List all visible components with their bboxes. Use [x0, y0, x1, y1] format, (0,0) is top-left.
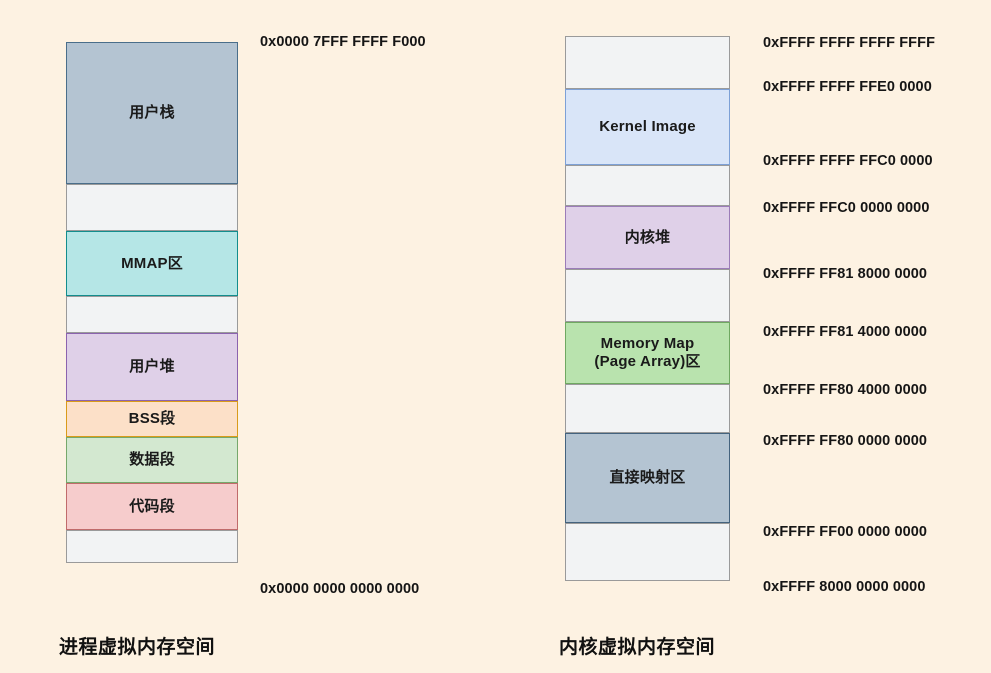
process-block-gap-1: [66, 184, 238, 231]
kernel-block-Kernel-Image: Kernel Image: [565, 89, 730, 165]
kernel-space-caption: 内核虚拟内存空间: [559, 637, 716, 658]
kernel-address-1: 0xFFFF FFFF FFE0 0000: [763, 79, 932, 95]
kernel-block-Memory-Map-Page-Array-区: Memory Map(Page Array)区: [565, 322, 730, 384]
process-block-数据段: 数据段: [66, 437, 238, 483]
kernel-address-2: 0xFFFF FFFF FFC0 0000: [763, 153, 933, 169]
kernel-block-直接映射区: 直接映射区: [565, 433, 730, 523]
process-block-MMAP区: MMAP区: [66, 231, 238, 296]
kernel-address-4: 0xFFFF FF81 8000 0000: [763, 266, 928, 282]
kernel-address-8: 0xFFFF FF00 0000 0000: [763, 524, 928, 540]
kernel-block-gap-2: [565, 165, 730, 206]
process-block-gap-3: [66, 296, 238, 333]
kernel-block-gap-8: [565, 523, 730, 581]
process-space-caption: 进程虚拟内存空间: [59, 637, 216, 658]
process-block-代码段: 代码段: [66, 483, 238, 530]
kernel-address-9: 0xFFFF 8000 0000 0000: [763, 579, 926, 595]
kernel-block-gap-4: [565, 269, 730, 322]
kernel-address-7: 0xFFFF FF80 0000 0000: [763, 433, 928, 449]
process-top-address: 0x0000 7FFF FFFF F000: [260, 34, 426, 50]
kernel-block-gap-6: [565, 384, 730, 433]
process-block-BSS段: BSS段: [66, 401, 238, 437]
kernel-address-5: 0xFFFF FF81 4000 0000: [763, 324, 928, 340]
process-block-用户栈: 用户栈: [66, 42, 238, 184]
kernel-memory-column: Kernel Image 内核堆 Memory Map(Page Array)区直接…: [565, 36, 730, 581]
process-bottom-address: 0x0000 0000 0000 0000: [260, 581, 420, 597]
kernel-address-3: 0xFFFF FFC0 0000 0000: [763, 200, 930, 216]
kernel-address-0: 0xFFFF FFFF FFFF FFFF: [763, 35, 936, 51]
kernel-block-内核堆: 内核堆: [565, 206, 730, 269]
kernel-address-6: 0xFFFF FF80 4000 0000: [763, 382, 928, 398]
process-block-用户堆: 用户堆: [66, 333, 238, 401]
kernel-block-gap-0: [565, 36, 730, 89]
process-block-gap-8: [66, 530, 238, 563]
